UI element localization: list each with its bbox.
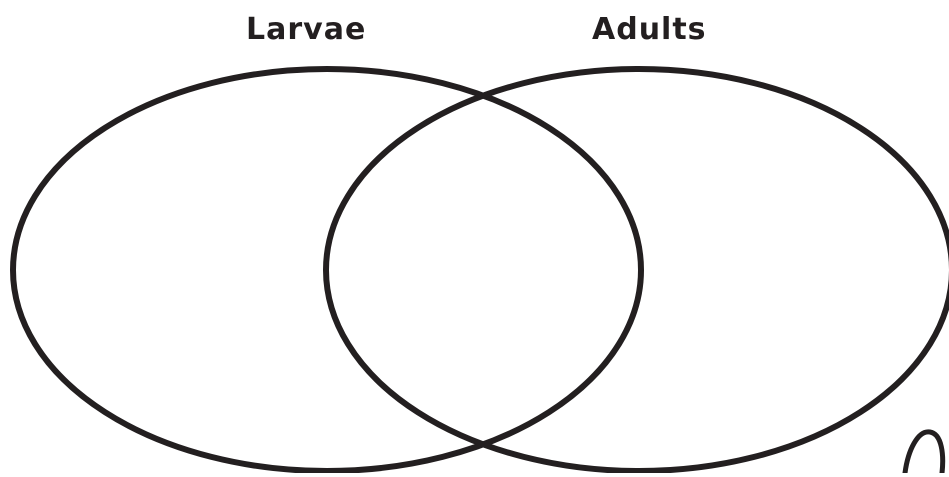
- larvae-label: Larvae: [246, 12, 366, 47]
- adults-label: Adults: [592, 12, 707, 47]
- adults-circle: [326, 69, 949, 471]
- partial-letter-mark: [905, 432, 943, 473]
